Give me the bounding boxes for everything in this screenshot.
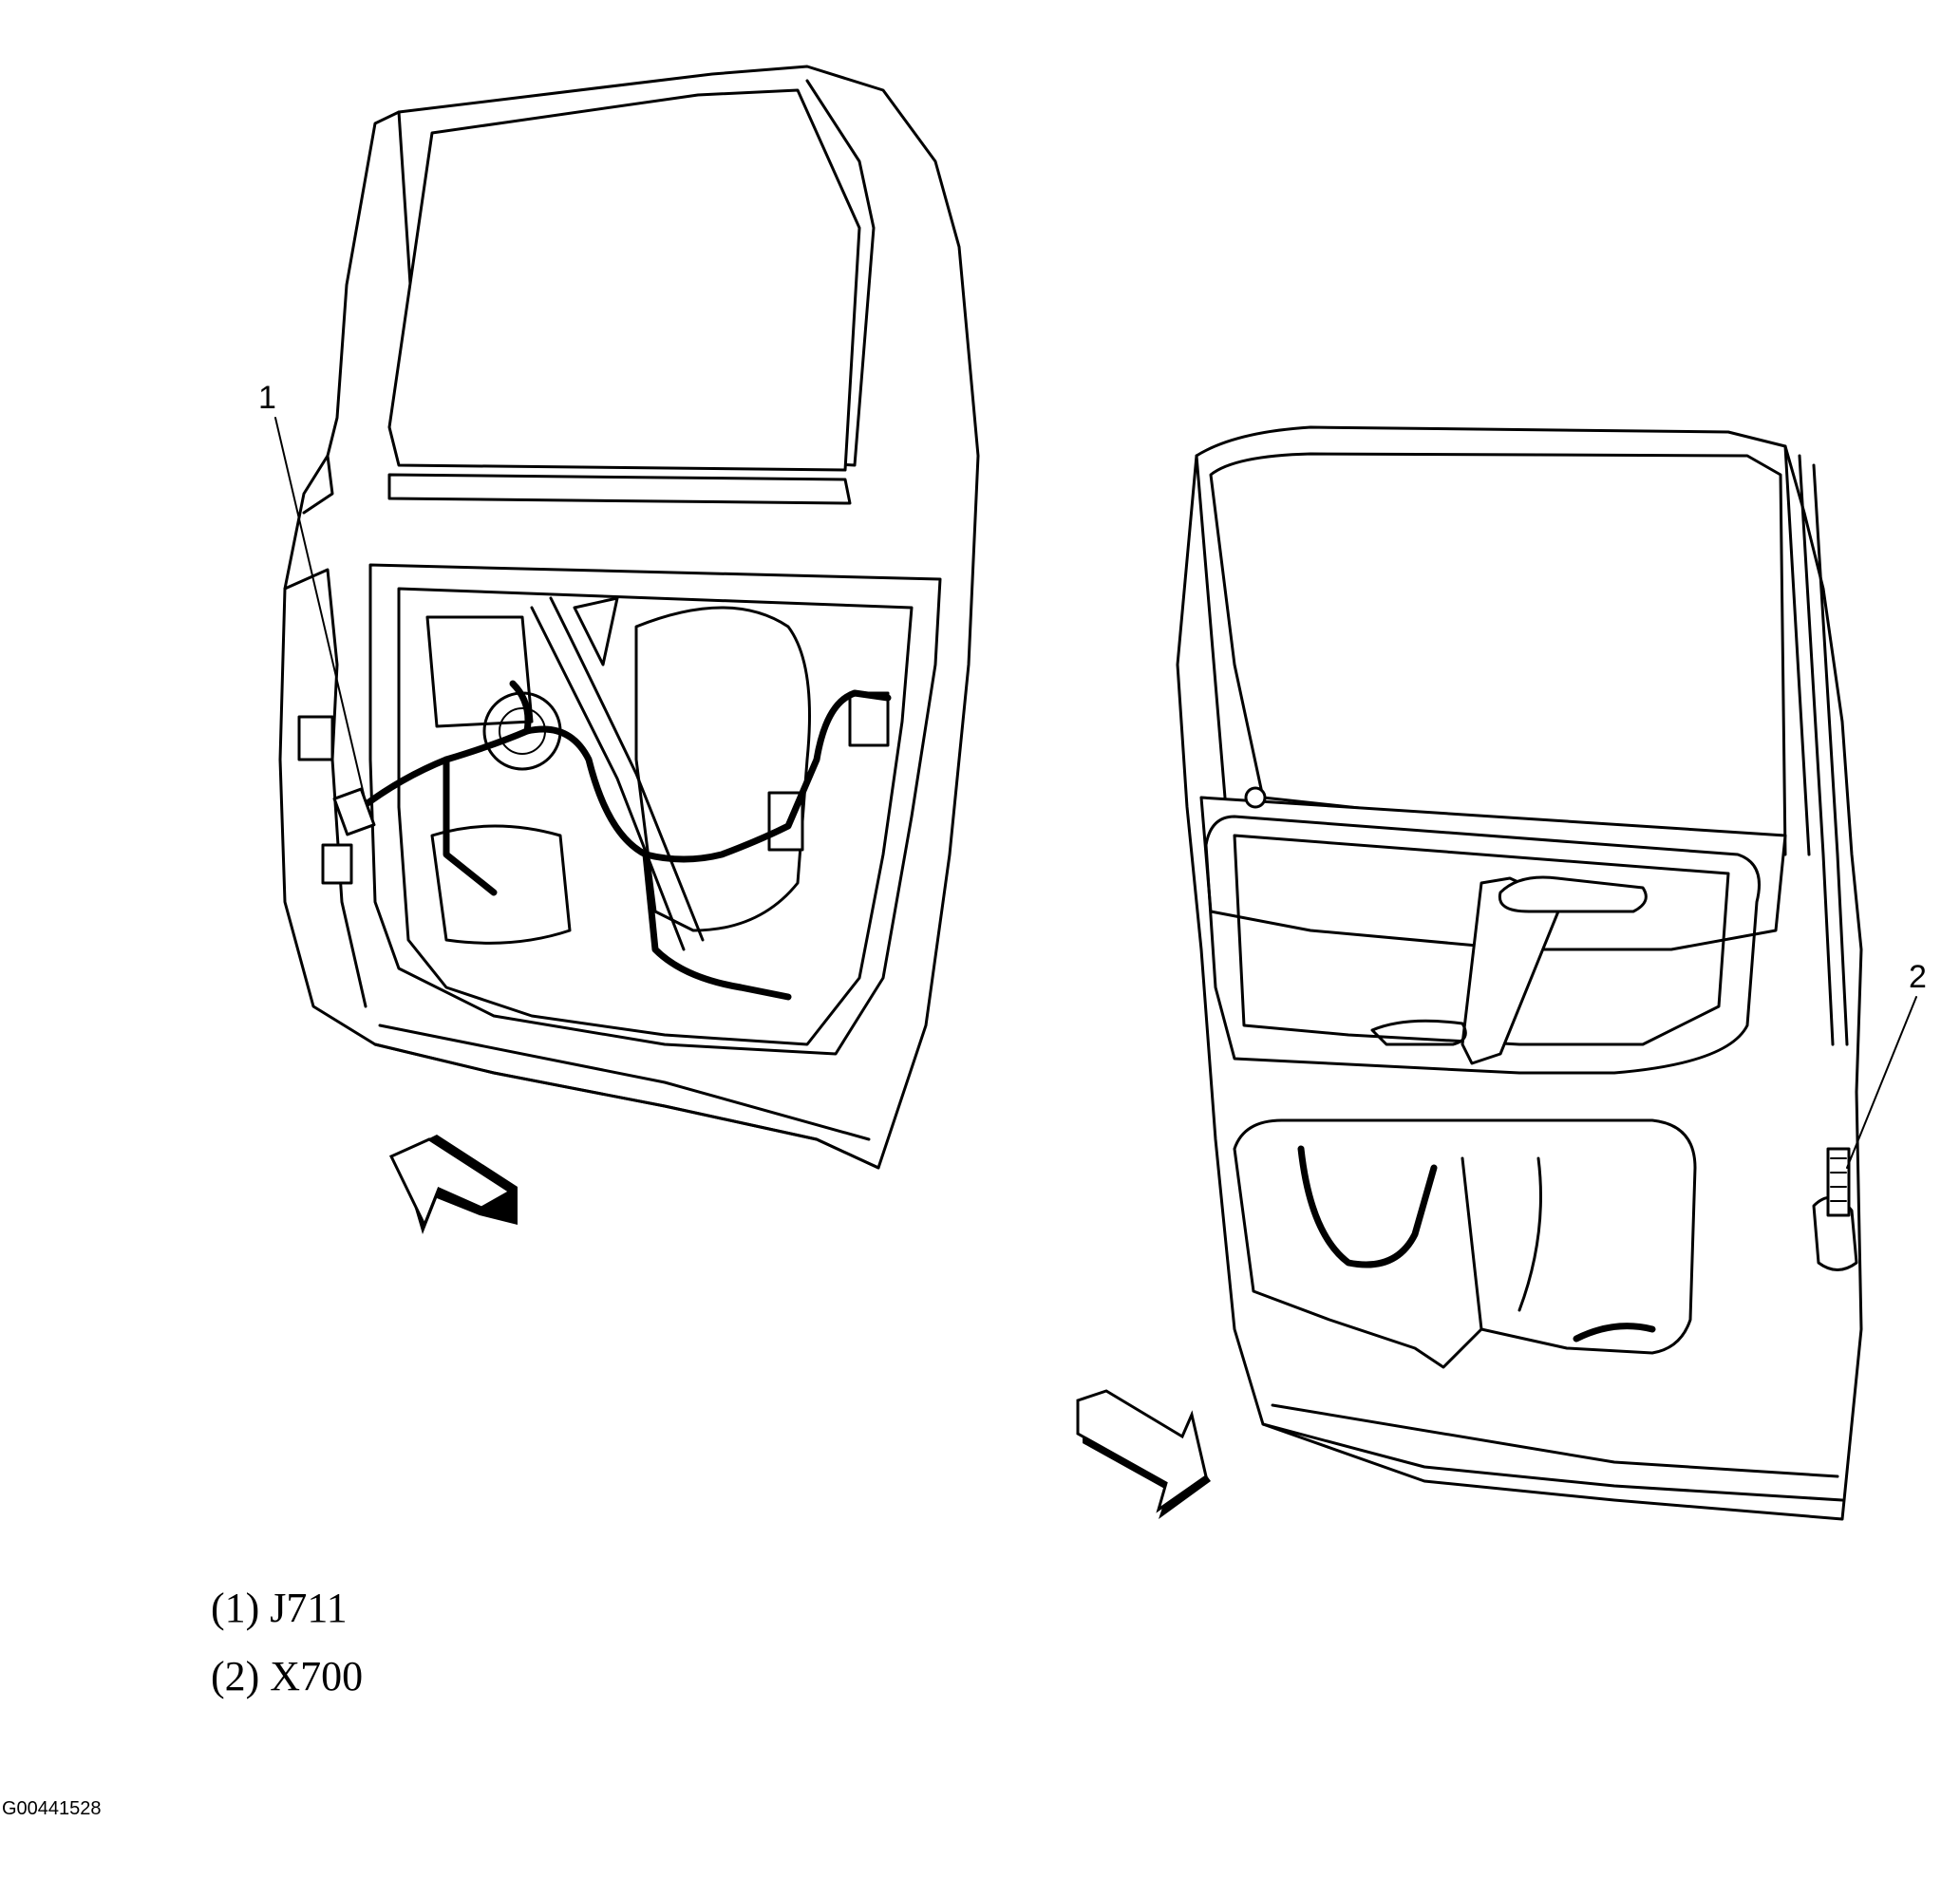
figure-id: G00441528 [2, 1798, 102, 1819]
right-direction-arrow [1076, 1389, 1211, 1519]
callout-1: 1 [258, 380, 367, 803]
left-direction-arrow [388, 1135, 518, 1234]
legend-item-2: (2) X700 [211, 1653, 364, 1700]
callout-2: 2 [1846, 959, 1927, 1169]
callout-2-leader [1846, 996, 1917, 1169]
callout-1-leader [274, 417, 367, 803]
legend-item-1: (1) J711 [211, 1585, 348, 1631]
left-door-illustration [278, 65, 980, 1170]
right-door-illustration [1176, 425, 1863, 1521]
callout-1-number: 1 [258, 380, 276, 416]
callout-2-number: 2 [1909, 959, 1927, 995]
